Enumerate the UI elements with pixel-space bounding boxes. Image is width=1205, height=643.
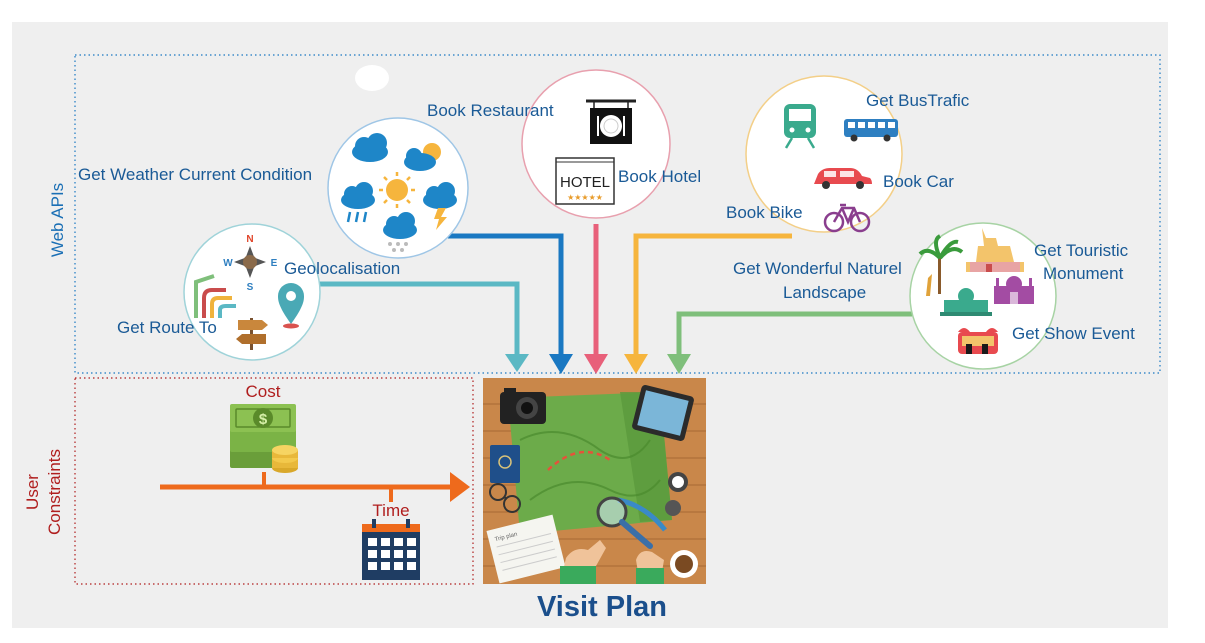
compass-tool-icon bbox=[665, 472, 688, 516]
passport-icon bbox=[490, 445, 520, 483]
geolocalisation-label: Geolocalisation bbox=[284, 259, 400, 278]
decorative-cloud-blob bbox=[355, 65, 389, 91]
visit-plan-title: Visit Plan bbox=[537, 591, 667, 623]
user-constraints-label-line1: User bbox=[23, 474, 42, 510]
landscape-label-line1: Get Wonderful Naturel bbox=[733, 259, 902, 278]
web-apis-label: Web APIs bbox=[48, 183, 67, 257]
visit-plan-illustration: Trip plan bbox=[483, 378, 706, 584]
camera-icon bbox=[500, 388, 546, 424]
route-label: Get Route To bbox=[117, 318, 217, 337]
coins-icon bbox=[272, 445, 298, 473]
hotel-sign-icon: HOTEL ★★★★★ bbox=[555, 157, 615, 205]
glasses-icon bbox=[489, 483, 521, 513]
svg-text:★★★★★: ★★★★★ bbox=[567, 193, 603, 202]
weather-arrow bbox=[448, 233, 573, 374]
bus-label: Get BusTrafic bbox=[866, 91, 970, 110]
hands-icon bbox=[560, 540, 664, 584]
restaurant-sign-icon bbox=[586, 99, 636, 144]
route-arrows-icon bbox=[194, 274, 236, 318]
monument-label-line2: Monument bbox=[1043, 264, 1124, 283]
sun-cloud-icon bbox=[404, 143, 441, 171]
storm-cloud-icon bbox=[423, 182, 457, 230]
location-pin-icon bbox=[278, 283, 304, 329]
monument-label-line1: Get Touristic bbox=[1034, 241, 1129, 260]
restaurant-hotel-arrow bbox=[584, 224, 608, 374]
weather-icons bbox=[341, 133, 457, 252]
monument-circle bbox=[909, 222, 1057, 370]
sun-icon bbox=[379, 172, 415, 208]
svg-text:$: $ bbox=[259, 411, 268, 428]
notebook-icon: Trip plan bbox=[486, 514, 566, 584]
bike-label: Book Bike bbox=[726, 203, 803, 222]
show-event-label: Get Show Event bbox=[1012, 324, 1135, 343]
train-icon bbox=[784, 104, 816, 149]
signpost-icon bbox=[236, 318, 268, 350]
svg-text:Trip plan: Trip plan bbox=[494, 532, 518, 543]
landscape-label-line2: Landscape bbox=[783, 283, 866, 302]
compass-icon: N W E S bbox=[223, 234, 277, 293]
weather-label: Get Weather Current Condition bbox=[78, 165, 312, 184]
car-label: Book Car bbox=[883, 172, 954, 191]
svg-text:HOTEL: HOTEL bbox=[560, 174, 610, 191]
hotel-label: Book Hotel bbox=[618, 167, 701, 186]
snow-cloud-icon bbox=[383, 212, 417, 252]
car-icon bbox=[814, 168, 872, 189]
bike-icon bbox=[823, 203, 871, 233]
cost-label: Cost bbox=[246, 382, 281, 401]
temple-icon bbox=[966, 228, 1024, 272]
bus-icon bbox=[844, 119, 898, 142]
restaurant-label: Book Restaurant bbox=[427, 101, 554, 120]
constraints-arrow bbox=[160, 472, 470, 502]
user-constraints-label-line2: Constraints bbox=[45, 449, 64, 535]
cloud-icon bbox=[352, 133, 388, 162]
coffee-cup-icon bbox=[670, 550, 698, 578]
capitol-icon bbox=[940, 288, 992, 316]
rain-cloud-icon bbox=[341, 182, 375, 223]
time-label: Time bbox=[372, 501, 409, 520]
svg-text:S: S bbox=[247, 282, 254, 293]
svg-text:E: E bbox=[271, 258, 278, 269]
palace-icon bbox=[994, 276, 1034, 304]
web-apis-box bbox=[74, 54, 1161, 374]
calendar-icon bbox=[362, 519, 420, 580]
monument-arrow bbox=[667, 311, 912, 374]
magnifier-icon bbox=[596, 496, 653, 549]
geolocalisation-arrow bbox=[318, 281, 529, 372]
user-constraints-box bbox=[74, 377, 474, 585]
svg-text:W: W bbox=[223, 258, 233, 269]
svg-text:N: N bbox=[246, 234, 253, 245]
palm-tree-icon bbox=[918, 234, 964, 296]
tablet-icon bbox=[632, 385, 694, 441]
transport-arrow bbox=[624, 233, 792, 374]
theater-icon bbox=[958, 328, 998, 354]
